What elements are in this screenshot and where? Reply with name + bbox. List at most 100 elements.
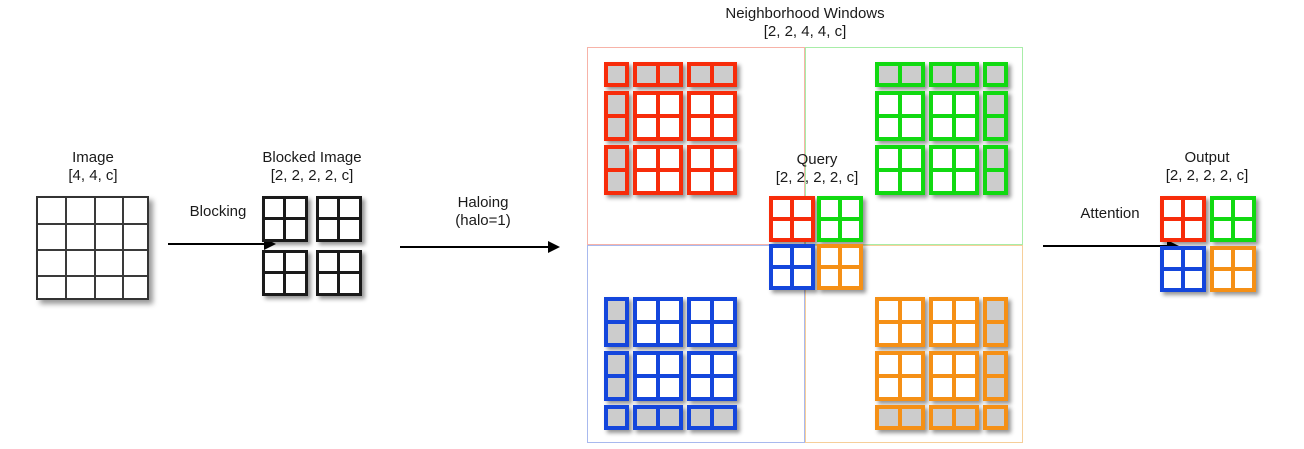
attention-arrow-line [1043,245,1169,247]
block-divider [637,168,679,172]
block-divider [691,168,733,172]
blocked-image-block [316,196,362,242]
halo-pad-cell-orange [875,405,925,430]
blocked-image-block [316,250,362,296]
query-block-blue [769,244,815,290]
image-shape: [4, 4, c] [68,167,118,184]
halo-neighbor-block-blue [687,351,737,401]
halo-neighbor-block-orange [875,351,925,401]
halo-pad-cell-green [983,91,1008,141]
block-divider [691,114,733,118]
halo-pad-cell-blue [687,405,737,430]
halo-neighbor-block-red [687,91,737,141]
output-block-green [1210,196,1256,242]
block-divider [1164,267,1202,271]
neighborhood-quadrant-top-right [805,47,1023,245]
output-label: Output [1184,149,1230,166]
query-block-green [929,91,979,141]
block-divider [265,217,305,220]
neighborhood-shape: [2, 2, 4, 4, c] [763,23,847,40]
query-block-red [769,196,815,242]
block-divider [879,114,921,118]
query-shape: [2, 2, 2, 2, c] [775,169,859,186]
image-grid-line [65,198,67,298]
block-divider [637,114,679,118]
block-divider [933,320,975,324]
query-label: Query [796,151,838,168]
halo-pad-cell-orange [929,405,979,430]
halo-neighbor-block-orange [875,297,925,347]
block-divider [933,168,975,172]
blocking-arrow-line [168,243,266,245]
neighborhood-quadrant-bottom-right [805,245,1023,443]
block-divider [879,374,921,378]
halo-neighbor-block-green [875,91,925,141]
halo-pad-cell-blue [604,351,629,401]
block-divider [987,168,1004,172]
blocking-arrow-label: Blocking [189,203,247,220]
block-divider [879,320,921,324]
query-block-blue [633,351,683,401]
block-divider [608,320,625,324]
block-divider [952,66,956,83]
neighborhood-quadrant-bottom-left [587,245,805,443]
block-divider [879,168,921,172]
halo-pad-cell-red [604,145,629,195]
block-divider [691,374,733,378]
block-divider [821,265,859,269]
image-grid-line [38,223,147,225]
block-divider [987,374,1004,378]
halo-pad-cell-green [875,62,925,87]
image-grid-line [94,198,96,298]
block-divider [933,114,975,118]
halo-pad-cell-green [983,145,1008,195]
output-shape: [2, 2, 2, 2, c] [1165,167,1249,184]
block-divider [637,374,679,378]
block-divider [608,168,625,172]
block-divider [898,409,902,426]
blocked-image-group [262,196,362,300]
image-grid-line [38,275,147,277]
halo-pad-cell-red [633,62,683,87]
block-divider [933,374,975,378]
halo-neighbor-block-red [633,145,683,195]
halo-neighbor-block-red [687,145,737,195]
block-divider [656,66,660,83]
halo-pad-cell-red [604,91,629,141]
halo-neighbor-block-green [875,145,925,195]
image-grid-line [38,249,147,251]
block-divider [608,114,625,118]
halo-pad-cell-orange [983,405,1008,430]
blocked-image-shape: [2, 2, 2, 2, c] [270,167,354,184]
halo-pad-cell-orange [983,297,1008,347]
block-divider [1214,217,1252,221]
halo-neighbor-block-blue [633,297,683,347]
query-block-red [633,91,683,141]
block-divider [656,409,660,426]
block-divider [1164,217,1202,221]
neighborhood-quadrants [587,47,1023,443]
block-divider [821,217,859,221]
halo-neighbor-block-blue [687,297,737,347]
output-block-orange [1210,246,1256,292]
output-block-red [1160,196,1206,242]
block-divider [987,320,1004,324]
query-group [769,196,865,296]
haloing-arrow-label: Haloing [457,194,509,211]
haloing-arrow-sublabel: (halo=1) [455,212,511,229]
block-divider [265,271,305,274]
blocked-image-label: Blocked Image [262,149,362,166]
block-divider [608,374,625,378]
image-label: Image [72,149,114,166]
halo-pad-cell-red [604,62,629,87]
halo-neighbor-block-green [929,145,979,195]
block-divider [637,320,679,324]
halo-neighbor-block-orange [929,297,979,347]
block-divider [952,409,956,426]
block-divider [319,217,359,220]
block-divider [1214,267,1252,271]
neighborhood-label: Neighborhood Windows [725,5,885,22]
halo-pad-cell-red [687,62,737,87]
halo-pad-cell-blue [604,297,629,347]
output-group [1160,196,1260,300]
